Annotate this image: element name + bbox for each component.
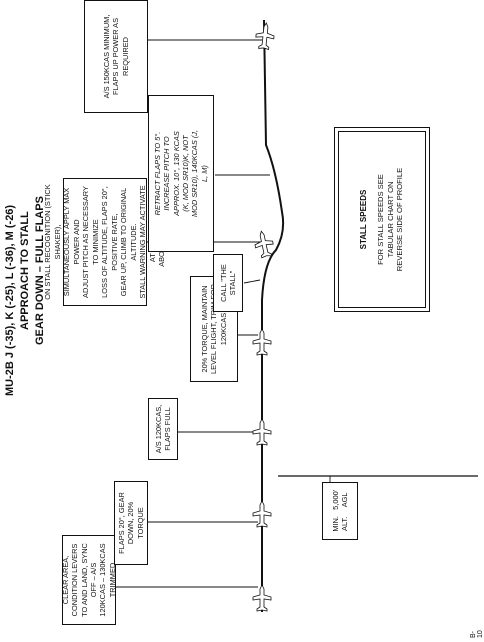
flight-path-line bbox=[261, 19, 285, 612]
min-alt-value: 5,000' AGL bbox=[330, 489, 349, 510]
step-flaps-20: FLAPS 20°, GEAR DOWN, 20% TORQUE bbox=[114, 481, 148, 565]
aircraft-icon bbox=[252, 418, 272, 446]
aircraft-icon bbox=[252, 584, 272, 612]
aircraft-icon bbox=[255, 22, 275, 50]
step-call-stall: CALL "THE STALL" bbox=[213, 254, 243, 312]
step-as-120: A/S 120KCAS, FLAPS FULL bbox=[148, 398, 178, 460]
stall-speeds-body: FOR STALL SPEEDS SEE TABULAR CHART ON RE… bbox=[375, 167, 405, 272]
stall-speeds-heading: STALL SPEEDS bbox=[358, 189, 368, 250]
aircraft-icon bbox=[252, 500, 272, 528]
step-clear-area: CLEAR AREA, CONDITION LEVERS TO AND LAND… bbox=[61, 535, 117, 625]
leader-line-call-stall bbox=[243, 279, 261, 284]
step-retract-flaps: RETRACT FLAPS TO 5°. INCREASE PITCH TO A… bbox=[148, 95, 214, 252]
min-alt-box: MIN. ALT. 5,000' AGL bbox=[322, 482, 358, 540]
aircraft-icon bbox=[252, 328, 272, 356]
step-stall-recovery: ON STALL RECOGNITION (STICK SHAKER), SIM… bbox=[43, 178, 166, 306]
step-as-150: A/S 150KCAS MINIMUM, FLAPS UP POWER AS R… bbox=[84, 0, 148, 113]
aircraft-icon bbox=[254, 230, 274, 259]
stall-speeds-box: STALL SPEEDS FOR STALL SPEEDS SEE TABULA… bbox=[334, 127, 430, 312]
min-alt-label: MIN. ALT. bbox=[330, 516, 349, 532]
page-number: B-10 bbox=[470, 630, 484, 638]
